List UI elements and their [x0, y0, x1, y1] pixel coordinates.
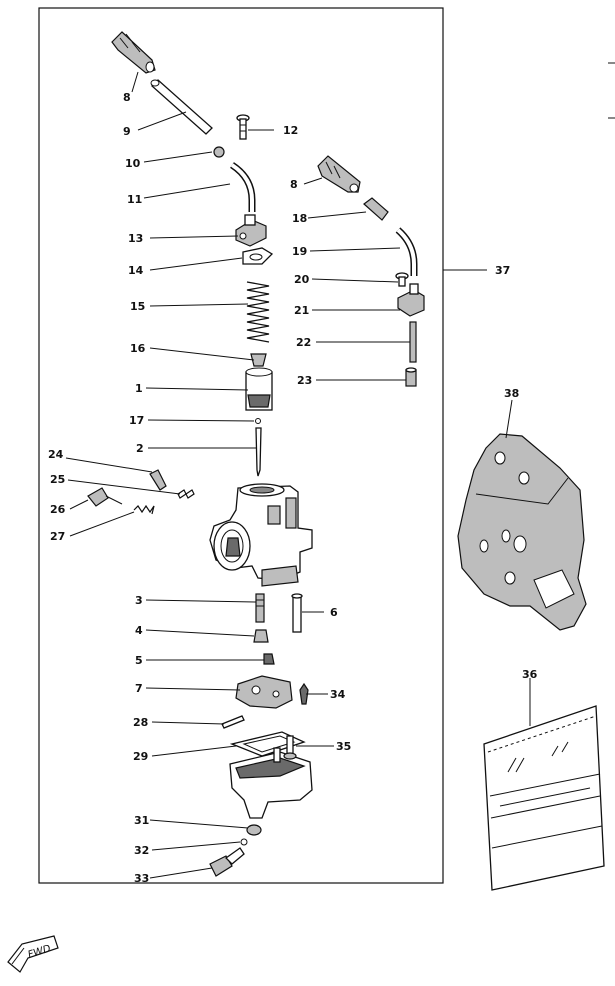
part-bent-pipe-19 — [395, 227, 418, 276]
part-clip-17 — [255, 418, 261, 424]
callout-20: 20 — [294, 273, 310, 286]
callout-33: 33 — [134, 872, 149, 885]
callout-9: 9 — [123, 125, 131, 138]
part-oring-32 — [240, 838, 248, 846]
part-screw-20 — [395, 272, 409, 287]
callout-17: 17 — [129, 414, 144, 427]
callout-15: 15 — [130, 300, 145, 313]
part-jet-5 — [263, 653, 275, 665]
part-needle-valve-34 — [299, 682, 309, 705]
callout-4: 4 — [135, 624, 143, 637]
part-float-bowl — [229, 747, 313, 819]
callout-8-top: 8 — [123, 91, 131, 104]
callout-13: 13 — [128, 232, 143, 245]
callout-5: 5 — [135, 654, 143, 667]
part-gasket-14 — [242, 247, 274, 265]
part-spring-15 — [246, 280, 270, 343]
part-carburetor-body — [209, 483, 313, 587]
callout-12: 12 — [283, 124, 298, 137]
part-gasket-29 — [229, 731, 306, 757]
part-bent-pipe-11 — [229, 162, 256, 212]
part-needle-2 — [255, 427, 262, 477]
callout-6: 6 — [330, 606, 338, 619]
part-gasket-bag-36 — [483, 705, 605, 891]
part-piston-23 — [405, 367, 417, 387]
callout-21: 21 — [294, 304, 309, 317]
callout-18: 18 — [292, 212, 307, 225]
callout-11: 11 — [127, 193, 142, 206]
part-cable-tube — [150, 79, 213, 135]
callout-3: 3 — [135, 594, 143, 607]
fwd-direction-icon: FWD — [7, 935, 59, 973]
part-throttle-valve-1 — [245, 367, 273, 411]
callout-32: 32 — [134, 844, 149, 857]
callout-34: 34 — [330, 688, 346, 701]
callout-22: 22 — [296, 336, 311, 349]
part-cable-boot-right — [317, 155, 361, 193]
callout-31: 31 — [134, 814, 149, 827]
part-cable-boot — [111, 31, 156, 74]
callout-29: 29 — [133, 750, 148, 763]
part-screw-12 — [236, 114, 250, 140]
callout-16: 16 — [130, 342, 146, 355]
part-holder-21 — [397, 283, 425, 317]
callout-8-right: 8 — [290, 178, 298, 191]
callout-28: 28 — [133, 716, 148, 729]
part-nut-10 — [213, 146, 225, 158]
part-screw-6 — [291, 593, 303, 633]
callout-25: 25 — [50, 473, 65, 486]
part-screw-26 — [87, 487, 123, 507]
leader-lines — [65, 71, 531, 879]
part-spring-27 — [133, 504, 155, 515]
callout-labels: 8 9 12 10 11 8 18 13 19 14 37 20 15 21 2… — [48, 91, 538, 885]
part-retainer-16 — [250, 353, 267, 367]
callout-26: 26 — [50, 503, 66, 516]
part-drain-screw-33 — [209, 847, 245, 877]
callout-23: 23 — [297, 374, 312, 387]
part-adjuster-18 — [363, 197, 389, 221]
part-screw-35 — [283, 735, 297, 760]
part-jet-4 — [253, 629, 269, 643]
part-holder-13 — [235, 214, 267, 247]
part-rod-22 — [409, 321, 417, 363]
part-bracket-38 — [457, 433, 587, 631]
part-float-7 — [235, 675, 293, 709]
callout-10: 10 — [125, 157, 141, 170]
callout-38: 38 — [504, 387, 519, 400]
callout-19: 19 — [292, 245, 307, 258]
callout-2: 2 — [136, 442, 144, 455]
part-pin-28 — [221, 715, 245, 729]
part-washer-31 — [246, 824, 262, 836]
kit-frame — [38, 7, 444, 884]
part-screw-24 — [149, 469, 167, 491]
callout-7: 7 — [135, 682, 143, 695]
callout-1: 1 — [135, 382, 143, 395]
callout-14: 14 — [128, 264, 144, 277]
part-spring-25 — [177, 489, 195, 499]
callout-37: 37 — [495, 264, 510, 277]
callout-27: 27 — [50, 530, 65, 543]
callout-24: 24 — [48, 448, 64, 461]
part-jet-3 — [255, 593, 265, 623]
callout-36: 36 — [522, 668, 538, 681]
callout-35: 35 — [336, 740, 351, 753]
